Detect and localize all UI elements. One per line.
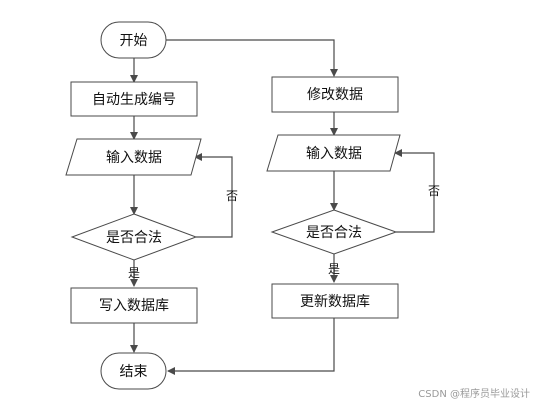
- write-db-label: 写入数据库: [99, 298, 169, 314]
- node-update-db: 更新数据库: [271, 283, 399, 319]
- modify-process: [271, 76, 399, 113]
- end-terminator: [100, 352, 167, 390]
- edge-validation-left-no-loop: [194, 153, 233, 238]
- edge-update-db-to-end: [167, 318, 335, 375]
- modify-label: 修改数据: [307, 87, 363, 103]
- validation-left-label: 是否合法: [106, 230, 162, 246]
- node-input-left: 输入数据: [65, 138, 202, 176]
- auto-number-label: 自动生成编号: [92, 92, 176, 108]
- node-input-right: 输入数据: [266, 134, 401, 172]
- watermark-text: CSDN @程序员毕业设计: [418, 387, 530, 400]
- start-terminator: [100, 21, 167, 59]
- start-label: 开始: [120, 33, 148, 49]
- auto-number-process: [70, 81, 198, 117]
- validation-right-label: 是否合法: [306, 225, 362, 241]
- edge-start-to-modify: [166, 39, 338, 77]
- node-end: 结束: [100, 352, 167, 390]
- node-start: 开始: [100, 21, 167, 59]
- edge-label-yes-right: 是: [328, 262, 340, 276]
- input-right-parallelogram: [266, 134, 401, 172]
- input-left-label: 输入数据: [106, 150, 162, 166]
- node-auto-number: 自动生成编号: [70, 81, 198, 117]
- node-validation-right: 是否合法: [270, 209, 398, 255]
- update-db-label: 更新数据库: [300, 294, 370, 310]
- validation-left-diamond: [70, 213, 198, 261]
- edge-label-yes-left: 是: [128, 266, 140, 280]
- end-label: 结束: [120, 364, 148, 380]
- input-right-label: 输入数据: [306, 146, 362, 162]
- write-db-process: [70, 287, 198, 324]
- edge-label-no-left: 否: [226, 189, 238, 203]
- update-db-process: [271, 283, 399, 319]
- edge-validation-right-no-loop: [394, 149, 435, 233]
- input-left-parallelogram: [65, 138, 202, 176]
- edges: [130, 39, 435, 375]
- node-validation-left: 是否合法: [70, 213, 198, 261]
- node-write-db: 写入数据库: [70, 287, 198, 324]
- edge-label-no-right: 否: [428, 184, 440, 198]
- validation-right-diamond: [270, 209, 398, 255]
- node-modify: 修改数据: [271, 76, 399, 113]
